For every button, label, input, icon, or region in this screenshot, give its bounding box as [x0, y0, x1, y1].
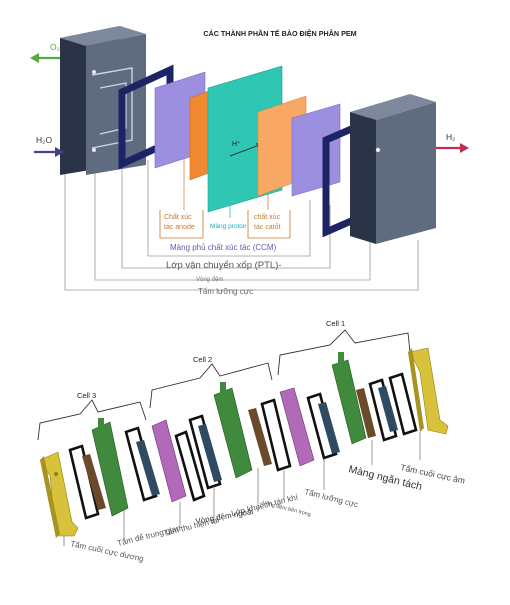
ptl-label: Lớp vận chuyển xốp (PTL)-: [166, 260, 282, 271]
diffusion-sheet-5: [198, 424, 222, 482]
stack-leaders: [63, 432, 421, 546]
cell2-brace: [149, 362, 273, 409]
left-plate-channel-outer: [91, 67, 133, 149]
o2-label: O₂: [50, 42, 60, 52]
green-plate-2: [213, 382, 253, 479]
negative-end-plate-edge: [408, 348, 424, 432]
proton-label: H⁺: [232, 140, 241, 148]
cell3-label: Cell 3: [77, 391, 96, 400]
right-plate-port: [375, 147, 381, 153]
green-plate-3: [91, 418, 129, 517]
diffusion-sheet-1: [378, 386, 398, 432]
green-plate-2-body: [213, 387, 253, 479]
cell2-label: Cell 2: [193, 355, 212, 364]
bracket-gasket: [94, 150, 371, 281]
green-plate-1-tab: [338, 352, 344, 366]
diffusion-sheet-6: [136, 440, 160, 496]
green-plate-2-tab: [220, 382, 226, 396]
bracket-bipolar: [64, 172, 419, 291]
bracket-anode-catalyst: [159, 210, 204, 239]
diffusion-sheet-2: [356, 388, 376, 438]
bracket-ccm: [147, 160, 311, 257]
electrolyzer-stack-diagram: Cell 1 Cell 2 Cell 3: [37, 319, 466, 563]
gasket-frame-4: [260, 398, 292, 472]
left-plate-port-top: [92, 70, 96, 74]
anode-catalyst-label-line1: Chất xúc: [164, 212, 192, 221]
gasket-label: Vòng đệm: [196, 277, 223, 283]
cathode-catalyst-label-line2: tác catốt: [254, 222, 281, 231]
green-plate-1: [331, 352, 367, 445]
pink-plate-2: [151, 419, 187, 503]
cell3-brace: [37, 399, 147, 441]
label-brackets: [64, 150, 419, 291]
cell1-label: Cell 1: [326, 319, 345, 328]
cell1-brace: [277, 329, 411, 376]
ccm-label: Màng phủ chất xúc tác (CCM): [170, 243, 277, 252]
proton-arrow-line: [229, 143, 263, 157]
catalyst-brackets: [159, 210, 291, 239]
gasket-frame-8: [68, 444, 100, 520]
diagram-title: CÁC THÀNH PHẦN TẾ BÀO ĐIỆN PHÂN PEM: [203, 28, 356, 38]
cathode-ptl-layer: [291, 103, 341, 197]
diffusion-sheets: [82, 386, 398, 510]
membrane-label: Màng proton: [210, 223, 247, 230]
h2o-label: H₂O: [36, 135, 52, 145]
anode-catalyst-label-line2: tác anode: [164, 224, 195, 231]
cathode-catalyst-label-line1: chất xúc: [254, 212, 281, 221]
h2o-arrow-head: [55, 147, 64, 157]
diffusion-sheet-3: [318, 402, 340, 454]
h2-arrow-head: [460, 143, 469, 153]
negative-end-plate-body: [409, 347, 449, 435]
left-bipolar-plate: [60, 26, 146, 175]
o2-arrow-head: [30, 53, 39, 63]
positive-end-plate: [39, 451, 79, 538]
positive-end-plate-edge: [40, 456, 60, 538]
negative-end-plate: [408, 347, 449, 435]
right-plate-front: [376, 102, 436, 244]
bracket-cathode-catalyst: [247, 210, 291, 239]
left-plate-channel-inner: [99, 82, 127, 135]
gasket-frame-7: [124, 426, 158, 502]
green-plate-3-tab: [98, 418, 104, 432]
diffusion-sheet-7: [82, 454, 106, 510]
gasket-frame-1: [388, 372, 418, 436]
positive-end-plate-body: [39, 451, 79, 537]
gasket-frame-3: [306, 392, 338, 460]
diffusion-sheet-4: [248, 408, 272, 466]
right-plate-top: [350, 94, 436, 120]
right-plate-side: [350, 112, 376, 244]
gasket-frame-6: [174, 430, 206, 502]
gasket-frame-5: [188, 414, 222, 490]
cell-braces: [37, 329, 411, 441]
bracket-ptl: [121, 160, 331, 269]
left-plate-top: [60, 26, 146, 46]
bipolar-label: Tấm lưỡng cực: [198, 287, 253, 296]
gasket-frame-2: [368, 378, 398, 442]
left-plate-port-bottom: [92, 148, 96, 152]
bipolar-plate-label: Tấm lưỡng cực: [304, 487, 360, 509]
pink-plate-1: [279, 387, 315, 467]
exploded-cell-diagram: CÁC THÀNH PHẦN TẾ BÀO ĐIỆN PHÂN PEM: [30, 26, 469, 296]
h2-label: H₂: [446, 132, 455, 142]
right-bipolar-plate: [350, 94, 436, 244]
positive-end-plate-hole: [54, 472, 58, 476]
gasket-frames: [68, 372, 418, 520]
